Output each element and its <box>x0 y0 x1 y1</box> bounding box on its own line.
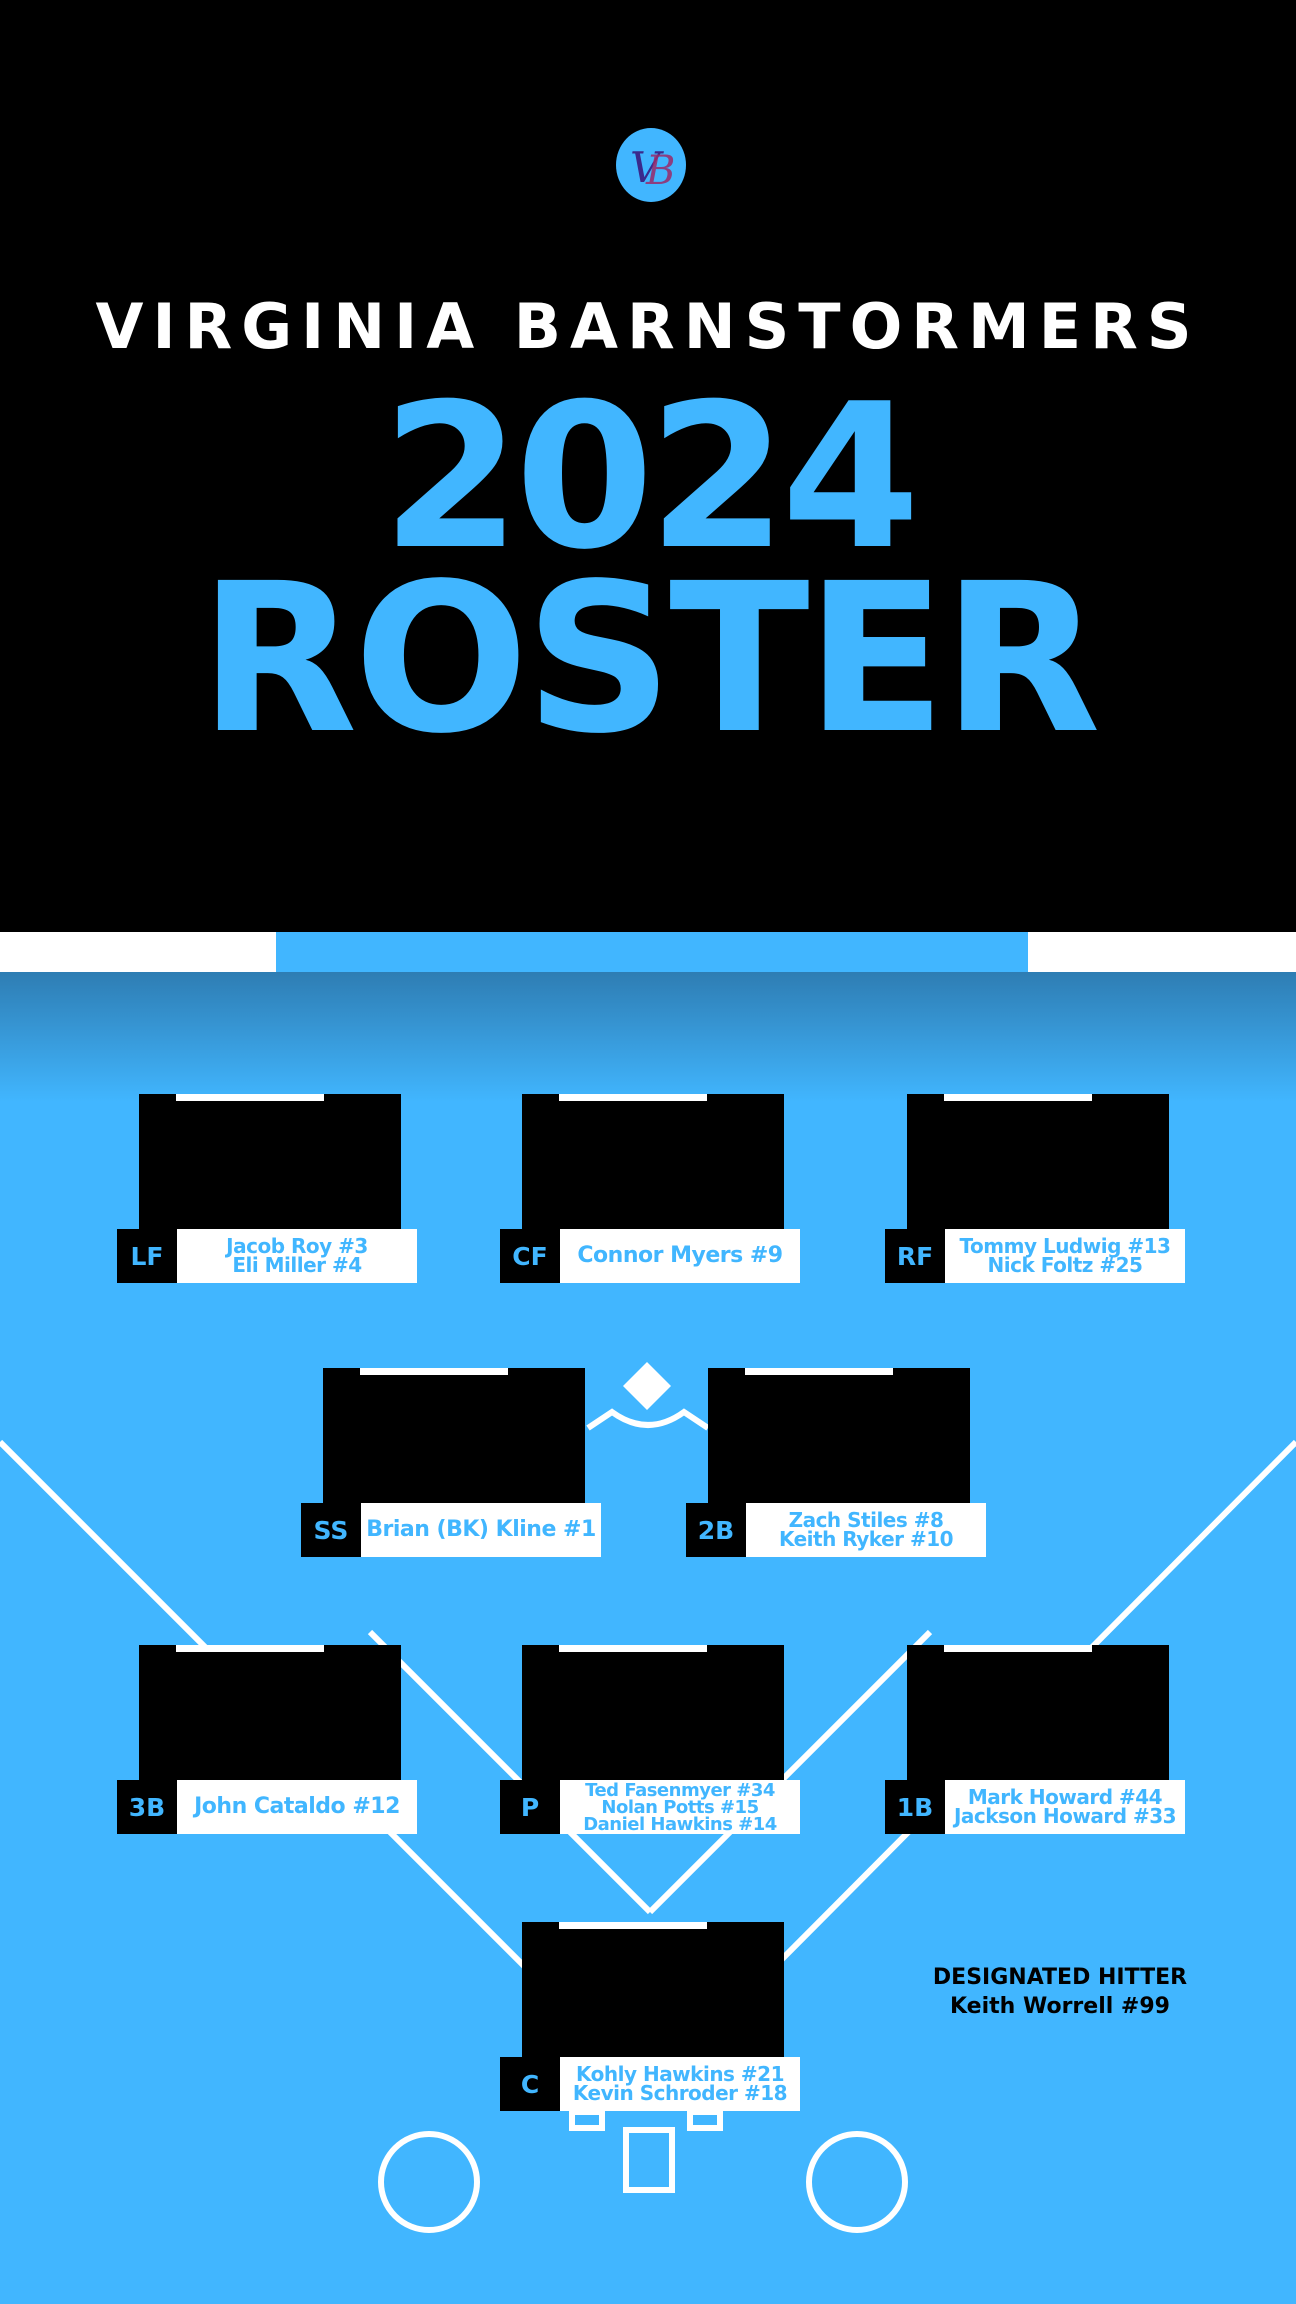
second-base-icon <box>623 1362 671 1410</box>
player-photo <box>907 1094 1169 1234</box>
roster-title: ROSTER <box>199 539 1101 779</box>
position-label: LF <box>117 1229 177 1283</box>
position-card-3b: 3B John Cataldo #12 <box>117 1645 417 1835</box>
player-name: Nolan Potts #15 <box>601 1796 759 1818</box>
position-card-cf: CF Connor Myers #9 <box>500 1094 800 1284</box>
player-photo <box>139 1645 401 1785</box>
player-names: Tommy Ludwig #13 Nick Foltz #25 <box>945 1229 1185 1283</box>
position-label: 1B <box>885 1780 945 1834</box>
position-label: RF <box>885 1229 945 1283</box>
player-name: Kohly Hawkins #21 <box>575 2062 785 2086</box>
player-names: Mark Howard #44 Jackson Howard #33 <box>945 1780 1185 1834</box>
photo-top-bar <box>944 1094 1092 1101</box>
dh-label: DESIGNATED HITTER <box>932 1965 1188 1990</box>
player-name: Jacob Roy #3 <box>226 1234 368 1258</box>
position-card-ss: SS Brian (BK) Kline #1 <box>301 1368 601 1558</box>
team-logo: V B <box>616 128 686 202</box>
player-name: Brian (BK) Kline #1 <box>366 1517 596 1542</box>
header-section: V B VIRGINIA BARNSTORMERS 2024 ROSTER <box>0 0 1296 932</box>
player-name: Nick Foltz #25 <box>987 1253 1143 1277</box>
dh-player: Keith Worrell #99 <box>950 1994 1170 2019</box>
position-label: 3B <box>117 1780 177 1834</box>
player-photo <box>522 1094 784 1234</box>
photo-top-bar <box>559 1094 707 1101</box>
player-name: Keith Ryker #10 <box>778 1527 954 1551</box>
player-photo <box>708 1368 970 1508</box>
vb-monogram-icon: V B <box>630 143 675 192</box>
photo-top-bar <box>176 1094 324 1101</box>
player-names: Ted Fasenmyer #34 Nolan Potts #15 Daniel… <box>560 1780 800 1834</box>
player-photo <box>522 1922 784 2062</box>
player-name: John Cataldo #12 <box>194 1794 400 1819</box>
position-label: C <box>500 2057 560 2111</box>
player-names: Kohly Hawkins #21 Kevin Schroder #18 <box>560 2057 800 2111</box>
player-name: Eli Miller #4 <box>232 1253 362 1277</box>
svg-text:V: V <box>630 143 664 192</box>
designated-hitter: DESIGNATED HITTER Keith Worrell #99 <box>900 1964 1220 2022</box>
player-names: Brian (BK) Kline #1 <box>361 1503 601 1557</box>
player-name: Tommy Ludwig #13 <box>959 1234 1171 1258</box>
team-name: VIRGINIA BARNSTORMERS <box>95 290 1201 363</box>
player-photo <box>323 1368 585 1508</box>
photo-top-bar <box>559 1645 707 1652</box>
player-photo <box>907 1645 1169 1785</box>
player-name: Ted Fasenmyer #34 <box>585 1779 775 1801</box>
player-name: Jackson Howard #33 <box>953 1804 1177 1828</box>
position-card-c: C Kohly Hawkins #21 Kevin Schroder #18 <box>500 1922 800 2112</box>
player-name: Connor Myers #9 <box>577 1243 783 1268</box>
position-label: CF <box>500 1229 560 1283</box>
player-name: Daniel Hawkins #14 <box>583 1813 777 1835</box>
player-name: Mark Howard #44 <box>967 1785 1163 1809</box>
player-photo <box>522 1645 784 1785</box>
player-names: Zach Stiles #8 Keith Ryker #10 <box>746 1503 986 1557</box>
player-name: Zach Stiles #8 <box>788 1508 944 1532</box>
player-name: Kevin Schroder #18 <box>572 2081 788 2105</box>
roster-year: 2024 <box>381 361 921 594</box>
position-card-p: P Ted Fasenmyer #34 Nolan Potts #15 Dani… <box>500 1645 800 1835</box>
photo-top-bar <box>176 1645 324 1652</box>
svg-text:B: B <box>645 148 675 192</box>
position-card-1b: 1B Mark Howard #44 Jackson Howard #33 <box>885 1645 1185 1835</box>
divider-accent <box>276 932 1028 972</box>
photo-top-bar <box>360 1368 508 1375</box>
player-names: John Cataldo #12 <box>177 1780 417 1834</box>
photo-top-bar <box>559 1922 707 1929</box>
position-card-lf: LF Jacob Roy #3 Eli Miller #4 <box>117 1094 417 1284</box>
position-card-2b: 2B Zach Stiles #8 Keith Ryker #10 <box>686 1368 986 1558</box>
photo-top-bar <box>745 1368 893 1375</box>
photo-top-bar <box>944 1645 1092 1652</box>
player-photo <box>139 1094 401 1234</box>
position-label: SS <box>301 1503 361 1557</box>
player-names: Jacob Roy #3 Eli Miller #4 <box>177 1229 417 1283</box>
position-label: P <box>500 1780 560 1834</box>
position-card-rf: RF Tommy Ludwig #13 Nick Foltz #25 <box>885 1094 1185 1284</box>
player-names: Connor Myers #9 <box>560 1229 800 1283</box>
position-label: 2B <box>686 1503 746 1557</box>
